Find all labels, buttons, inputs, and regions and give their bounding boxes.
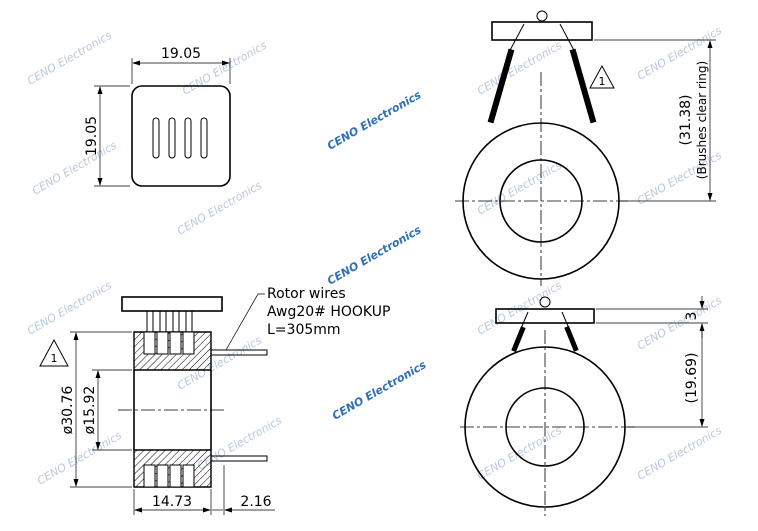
revision-triangle <box>39 338 69 367</box>
watermark-text: CENO Electronics <box>175 179 264 238</box>
revision-number: 1 <box>51 352 58 365</box>
inner-diameter-label: ø15.92 <box>82 386 98 435</box>
slot <box>184 117 192 159</box>
revision-triangle <box>589 64 615 89</box>
holder-pin <box>536 10 548 22</box>
left-brush <box>511 326 526 353</box>
watermark-text: CENO Electronics <box>475 39 564 98</box>
holder-pin <box>539 296 551 308</box>
note-leader <box>225 293 265 351</box>
side-section-view: Rotor wires Awg20# HOOKUP L=305mm ø30.76… <box>39 286 390 515</box>
slot <box>152 117 160 159</box>
slot <box>200 117 208 159</box>
watermark-text: CENO Electronics <box>25 29 114 88</box>
watermark-text: CENO Electronics <box>325 223 424 288</box>
rotor-wires-note: Rotor wires <box>267 286 346 302</box>
brush-clearance-value: (31.38) <box>678 94 694 145</box>
length-dimension-label: 14.73 <box>152 494 192 510</box>
bottom-right-ring-view: 3 (19.69) <box>460 296 708 516</box>
lead-wire <box>210 349 268 356</box>
brush-holder <box>491 21 593 41</box>
brush-block <box>121 296 223 312</box>
watermark-text: CENO Electronics <box>635 424 724 483</box>
watermark-text: CENO Electronics <box>475 279 564 338</box>
outer-diameter-label: ø30.76 <box>60 386 76 435</box>
top-left-end-view: 19.05 19.05 <box>84 46 231 187</box>
left-brush <box>487 48 515 124</box>
lead-wire <box>210 455 268 462</box>
right-brush <box>569 48 597 124</box>
square-body-outline <box>131 85 231 187</box>
top-right-ring-view: 1 (31.38) (Brushes clear ring) <box>455 10 716 286</box>
offset-dimension-label: 2.16 <box>240 494 271 510</box>
watermark-text: CENO Electronics <box>475 159 564 218</box>
watermark-text: CENO Electronics <box>635 24 724 83</box>
right-brush <box>564 325 579 352</box>
wire-length-note: L=305mm <box>267 322 341 338</box>
watermark-text: CENO Electronics <box>25 279 114 338</box>
brush-clearance-note: (Brushes clear ring) <box>695 61 709 179</box>
watermark-text: CENO Electronics <box>330 358 429 423</box>
watermark-text: CENO Electronics <box>475 424 564 483</box>
width-dimension-label: 19.05 <box>161 46 201 62</box>
watermark-text: CENO Electronics <box>325 88 424 153</box>
height-dimension-label: 19.05 <box>84 116 100 156</box>
slot <box>168 117 176 159</box>
top-dimension-label: 3 <box>684 312 700 321</box>
watermark-layer: CENO Electronics CENO Electronics CENO E… <box>25 24 724 488</box>
watermark-text: CENO Electronics <box>35 429 124 488</box>
watermark-text: CENO Electronics <box>30 139 119 198</box>
revision-number: 1 <box>599 75 606 88</box>
watermark-text: CENO Electronics <box>635 149 724 208</box>
wire-gauge-note: Awg20# HOOKUP <box>267 304 390 320</box>
ring-dimension-label: (19.69) <box>684 352 700 403</box>
